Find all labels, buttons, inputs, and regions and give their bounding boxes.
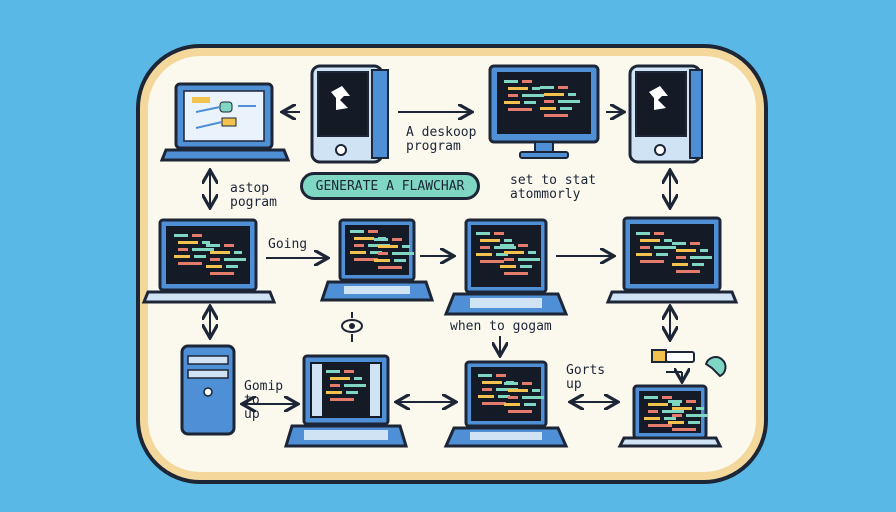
laptop-code-4-icon [605, 216, 739, 304]
plug-icon [651, 349, 727, 378]
label-gomip-to-up: Gomip to up [244, 379, 284, 422]
pc-tower-right-icon [628, 64, 703, 164]
monitor-code-icon [488, 64, 600, 159]
laptop-code-6-icon [617, 384, 723, 448]
pc-tower-icon [310, 64, 389, 164]
laptop-code-1-icon [141, 218, 277, 304]
laptop-code-5-icon [443, 360, 569, 448]
label-set-to-stat: set to stat atommorly [510, 173, 597, 202]
laptop-flowchart-icon [159, 82, 291, 162]
laptop-code-3-icon [443, 218, 569, 316]
label-astop-pogram: astop pogram [230, 181, 277, 210]
eye-icon [341, 312, 363, 342]
label-when-to-gogam: when to gogam [450, 319, 552, 334]
laptop-editor-icon [283, 354, 409, 448]
server-tower-icon [180, 344, 236, 436]
generate-flowchart-button[interactable]: GENERATE A FLAWCHAR [300, 172, 480, 200]
laptop-code-2-icon [319, 218, 435, 302]
label-deskoop-program: A deskoop program [406, 125, 477, 154]
label-going: Going [268, 237, 308, 252]
connector-arrows [210, 112, 682, 404]
label-gorts-up: Gorts up [566, 363, 606, 392]
